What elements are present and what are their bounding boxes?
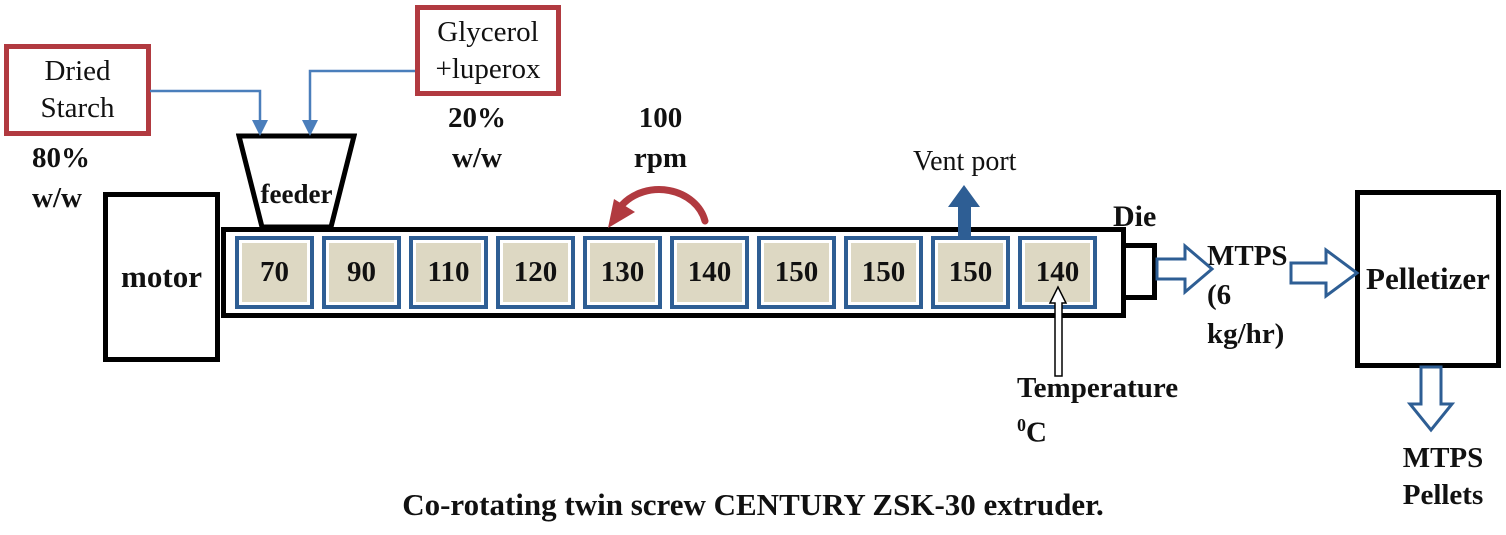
rotation-arrowhead-icon	[608, 199, 635, 228]
pellets-label: MTPS Pellets	[1393, 440, 1493, 514]
flow-arrow-mtps-to-pelletizer-icon	[1289, 247, 1360, 299]
feeder-outline	[235, 133, 358, 230]
temperature-zone: 150	[757, 236, 836, 309]
temperature-zone: 120	[496, 236, 575, 309]
die-outlet	[1121, 243, 1157, 300]
glycerol-label-line1: Glycerol	[437, 15, 539, 48]
temperature-zone: 150	[931, 236, 1010, 309]
pelletizer-label: Pelletizer	[1366, 261, 1490, 296]
screw-speed-line1: 100	[638, 102, 683, 134]
motor-box: motor	[103, 192, 220, 362]
temperature-annotation: Temperature 0C	[1017, 370, 1178, 452]
feeder-hopper: feeder	[235, 133, 358, 230]
dried-starch-fraction: 80% w/w	[32, 138, 90, 218]
dried-starch-box: Dried Starch	[4, 44, 151, 136]
starch-connector-line	[150, 89, 262, 121]
temperature-unit-sup: 0	[1017, 415, 1026, 435]
rotation-arrow-icon	[618, 186, 709, 225]
feeder-shape	[235, 133, 358, 230]
temperature-label: Temperature	[1017, 372, 1179, 404]
extrudate-line2: (6	[1207, 279, 1232, 311]
dried-starch-label-line2: Starch	[40, 92, 115, 124]
extrudate-line3: kg/hr)	[1207, 318, 1285, 350]
temperature-zone: 70	[235, 236, 314, 309]
temperature-zone: 140	[1018, 236, 1097, 309]
pelletizer-box: Pelletizer	[1355, 190, 1501, 368]
motor-label: motor	[121, 259, 202, 294]
vent-port-label: Vent port	[913, 146, 1017, 177]
extrudate-label: MTPS (6 kg/hr)	[1207, 237, 1288, 354]
dried-starch-fraction-line1: 80%	[32, 142, 90, 174]
temperature-zone: 110	[409, 236, 488, 309]
extrudate-line1: MTPS	[1207, 240, 1288, 272]
dried-starch-label-line1: Dried	[44, 55, 111, 87]
flow-arrow-pelletizer-down-icon	[1406, 365, 1456, 433]
glycerol-luperox-box: Glycerol +luperox	[415, 5, 561, 96]
temperature-unit-base: C	[1025, 416, 1047, 449]
flow-arrow-die-to-mtps-icon	[1155, 242, 1215, 296]
temperature-zone: 150	[844, 236, 923, 309]
temperature-unit: 0C	[1017, 407, 1178, 452]
glycerol-fraction: 20% w/w	[437, 98, 517, 178]
glycerol-fraction-line1: 20%	[448, 102, 506, 134]
pellets-line1: MTPS	[1402, 442, 1484, 474]
screw-speed-label: 100 rpm	[618, 98, 703, 178]
temperature-zones-row: 70 90 110 120 130 140 150 150 150 140	[235, 236, 1097, 309]
glycerol-connector-line	[308, 69, 415, 121]
screw-speed-line2: rpm	[633, 142, 688, 174]
temperature-zone: 90	[322, 236, 401, 309]
dried-starch-fraction-line2: w/w	[32, 182, 82, 214]
feeder-label: feeder	[260, 179, 333, 209]
temperature-zone: 130	[583, 236, 662, 309]
die-label: Die	[1113, 200, 1157, 233]
pellets-line2: Pellets	[1402, 479, 1484, 511]
glycerol-fraction-line2: w/w	[452, 142, 502, 174]
figure-caption: Co-rotating twin screw CENTURY ZSK-30 ex…	[402, 487, 1104, 522]
glycerol-label-line2: +luperox	[435, 52, 541, 85]
temperature-zone: 140	[670, 236, 749, 309]
